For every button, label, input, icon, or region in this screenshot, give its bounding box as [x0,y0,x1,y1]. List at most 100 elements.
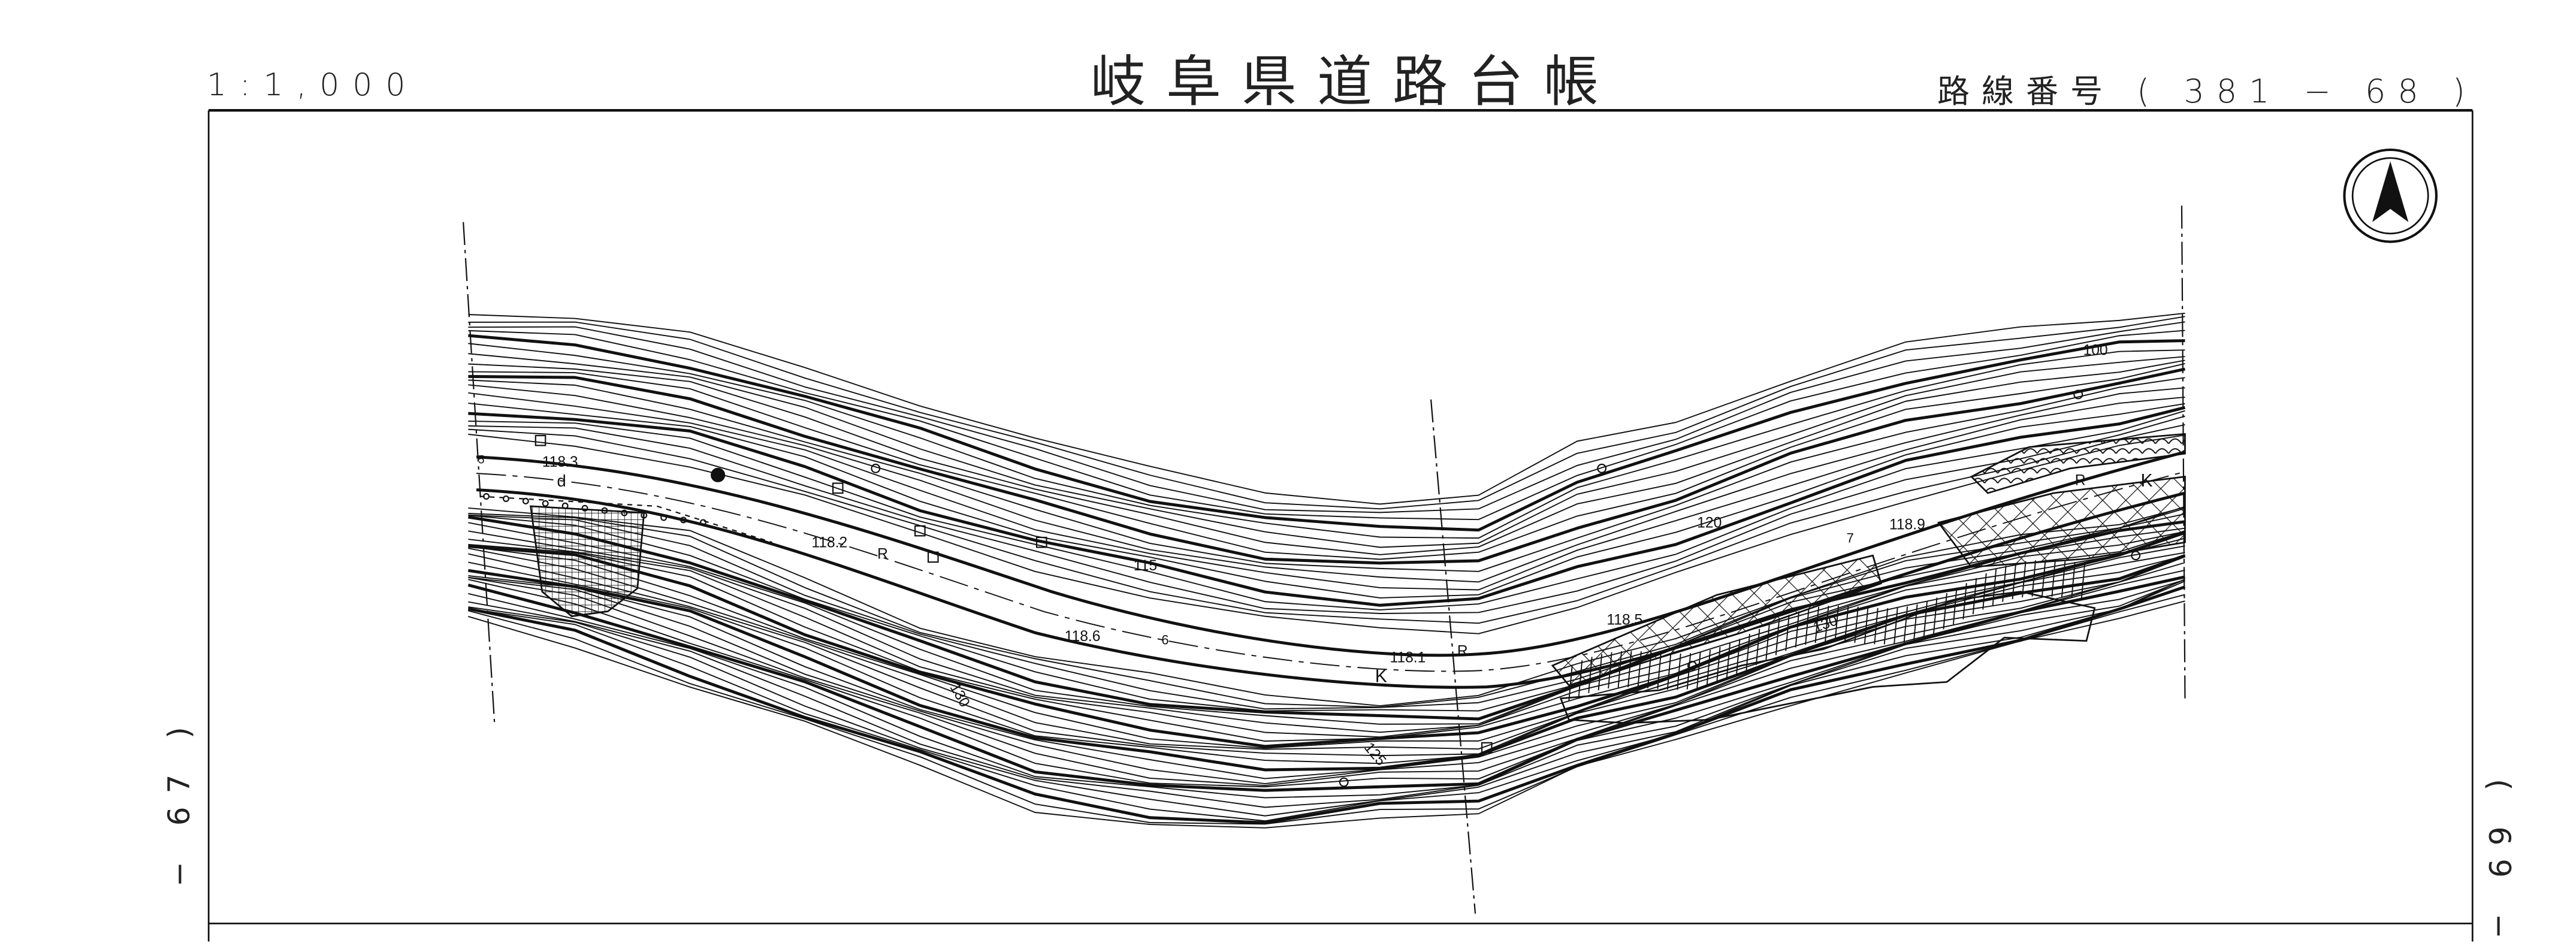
hachure [1805,608,1810,645]
elevation-label: 118.5 [1606,612,1642,628]
contour-line [468,367,2185,565]
contour-line [468,555,2185,764]
guardrail-post-icon [680,516,687,524]
elevation-label: 118.2 [811,534,847,551]
route-label: 路線番号 [1937,72,2115,110]
contour-line [468,562,2185,786]
map-scale: 1:1,000 [207,67,419,103]
hachure [2061,561,2066,598]
guardrail-post-icon [522,497,529,504]
contour-line [468,377,2185,572]
hachure [2022,561,2027,598]
hachure [1726,643,1731,680]
hachure [1972,578,1977,615]
hachure [1943,593,1947,630]
contour-line [468,531,2186,748]
hachure [1755,628,1760,666]
contour-line [468,515,2185,721]
guardrail-post-icon [621,509,628,516]
guardrail-post-icon [699,519,706,526]
tree-icon [1339,777,1349,787]
contour-line [468,424,2185,624]
elevation-label: 118.1 [1390,649,1426,666]
contour-line [468,410,2185,611]
hachure [1736,639,1741,675]
contour-label: 100 [2083,343,2107,359]
cliff-hatch [1559,591,2096,724]
tree-icon [1687,660,1697,670]
guardrail-post-icon [601,507,608,514]
cliff-hachures [1568,560,2086,701]
hachure [1745,634,1750,670]
hachure [1597,654,1603,691]
hachure [1834,605,1839,642]
symbol-label: R [1457,643,1468,659]
station-label: 5 [478,454,485,467]
utility-box-icon [534,434,546,446]
elevation-label: 118.6 [1065,628,1101,645]
guardrail-post-icon [581,504,588,512]
contour-line [468,513,2185,712]
contour-line [468,556,2185,784]
guardrail-post-icon [641,512,648,519]
hachure [1952,588,1958,625]
contour-line [468,330,2185,521]
hachure [1883,608,1889,645]
map-frame [207,109,2474,942]
north-arrow-icon [2343,148,2438,243]
guardrail-post-icon [502,495,509,502]
hachure [1706,649,1711,687]
grid-block [529,505,645,618]
benchmark-icon [711,467,726,482]
contour-line [468,569,2185,788]
contour-line [468,581,2185,822]
contour-line [468,363,2185,560]
hachure [2051,560,2056,597]
hachure [1578,660,1583,697]
tree-icon [2131,551,2141,561]
utility-box-icon [927,551,939,563]
contour-line [468,579,2185,808]
hachure [1844,606,1849,642]
contour-line [468,594,2185,825]
elevation-label: 118.3 [542,454,578,470]
hachure [1716,646,1721,684]
contour-line [468,353,2185,548]
tree-icon [2073,389,2083,400]
hachure [1864,607,1869,644]
contour-line [468,403,2185,599]
contour-label: 120 [1697,515,1722,531]
utility-box-icon [1035,536,1047,548]
contour-line [468,312,2185,505]
hachure [1677,653,1681,690]
contour-line [468,334,2185,532]
station-label: 7 [1847,530,1854,545]
hachure [1647,652,1652,688]
hachure [1686,653,1692,690]
contour-line [468,506,2185,707]
tree-icon [1597,463,1607,473]
scale-pattern-area [1970,433,2186,494]
contour-line [468,522,2185,725]
symbol-label: K [2140,471,2152,491]
guardrail-post-icon [561,502,569,509]
symbol-label: R [877,546,888,563]
route-number: ( 381 − 68 ) [2137,72,2477,110]
hachure [1608,652,1612,689]
contour-line [468,384,2185,583]
tree-icon [871,463,881,473]
contour-line [468,321,2185,513]
hachure [1666,653,1672,690]
hachure [2012,563,2017,600]
contour-label: 125 [1361,739,1389,769]
contour-line [468,433,2185,634]
hachure [2080,562,2086,599]
hachure [1962,583,1967,619]
road [476,451,2186,689]
hachure [1814,606,1820,643]
contour-line [468,316,2185,510]
contour-line [468,392,2185,591]
contour-line [468,530,2185,733]
